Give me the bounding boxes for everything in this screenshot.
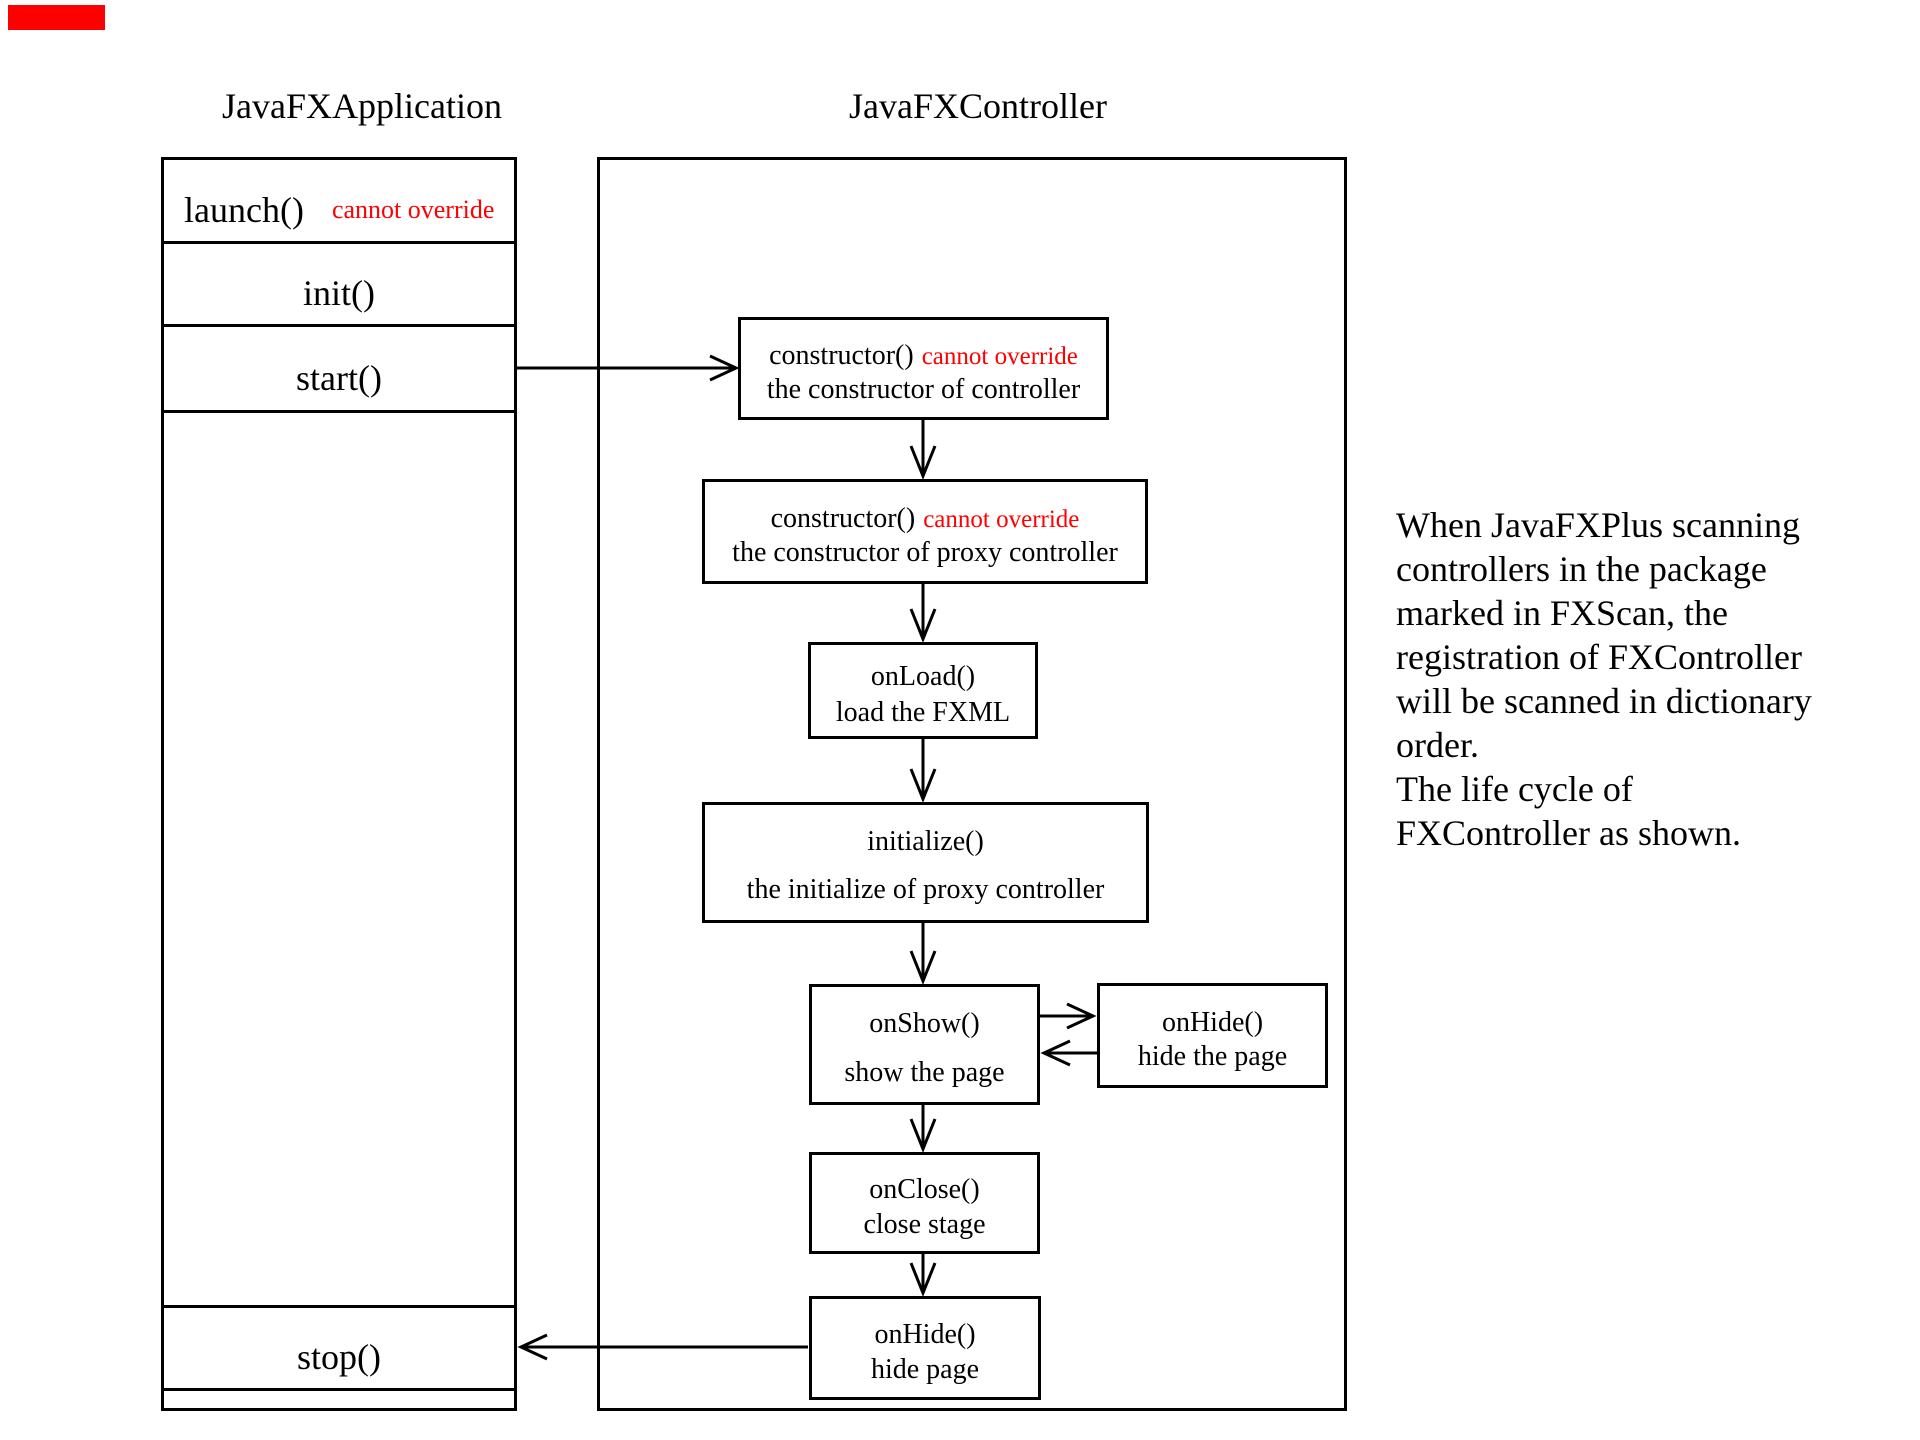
arrowhead-left	[517, 1333, 548, 1361]
stop-label: stop()	[297, 1337, 381, 1377]
red-marker	[8, 5, 105, 30]
note-line: controllers in the package	[1396, 549, 1767, 589]
flow-box-line1: onHide()	[1161, 1006, 1264, 1038]
row-divider	[164, 1388, 514, 1391]
title-javafx-application: JavaFXApplication	[222, 86, 502, 126]
cannot-override-note: cannot override	[923, 506, 1080, 533]
onhide-side-box: onHide() hide the page	[1097, 983, 1328, 1088]
flow-box-line2: the constructor of controller	[766, 374, 1081, 405]
flow-box-line1: initialize()	[867, 825, 984, 857]
flow-box-line2: hide page	[870, 1354, 980, 1385]
side-note-paragraph: When JavaFXPlus scanning controllers in …	[1396, 503, 1886, 855]
flow-box-line2: hide the page	[1137, 1040, 1288, 1072]
row-divider	[164, 241, 514, 244]
onclose-box: onClose() close stage	[809, 1152, 1040, 1254]
flow-box-line1: constructor() cannot override	[769, 339, 1078, 373]
row-divider	[164, 324, 514, 327]
flow-box-line2: the constructor of proxy controller	[732, 537, 1118, 568]
launch-label: launch()	[184, 189, 304, 230]
flow-box-line2: load the FXML	[835, 696, 1011, 728]
row-divider	[164, 410, 514, 413]
onshow-box: onShow() show the page	[809, 984, 1040, 1105]
constructor-label: constructor()	[769, 340, 914, 371]
flow-box-line1: onLoad()	[870, 660, 976, 692]
flow-box-line1: onHide()	[874, 1319, 976, 1350]
flow-box-line2: show the page	[844, 1056, 1005, 1088]
row-divider	[164, 1305, 514, 1308]
flow-box-line2: the initialize of proxy controller	[746, 873, 1105, 905]
onhide-bottom-box: onHide() hide page	[809, 1296, 1041, 1400]
launch-row: launch() cannot override	[164, 160, 514, 241]
constructor-proxy-controller-box: constructor() cannot override the constru…	[702, 479, 1148, 584]
onload-box: onLoad() load the FXML	[808, 642, 1038, 739]
start-label: start()	[296, 357, 382, 398]
start-row: start()	[164, 327, 514, 410]
cannot-override-note: cannot override	[921, 343, 1078, 370]
note-line: When JavaFXPlus scanning	[1396, 505, 1800, 545]
note-line: The life cycle of	[1396, 769, 1633, 809]
note-line: marked in FXScan, the	[1396, 593, 1728, 633]
flow-box-line1: onClose()	[869, 1174, 980, 1205]
stop-row: stop()	[164, 1308, 514, 1388]
javafx-controller-box	[597, 157, 1347, 1411]
note-line: will be scanned in dictionary	[1396, 681, 1812, 721]
launch-cannot-override-note: cannot override	[331, 194, 495, 224]
note-line: order.	[1396, 725, 1479, 765]
flow-box-line2: close stage	[863, 1209, 986, 1240]
init-row: init()	[164, 244, 514, 324]
constructor-label: constructor()	[770, 503, 916, 534]
title-javafx-controller: JavaFXController	[849, 86, 1107, 126]
javafx-application-box: launch() cannot override init() start() …	[161, 157, 517, 1411]
flow-box-line1: onShow()	[869, 1007, 980, 1039]
initialize-box: initialize() the initialize of proxy con…	[702, 802, 1149, 923]
flow-box-line1: constructor() cannot override	[771, 502, 1080, 536]
constructor-controller-box: constructor() cannot override the constru…	[738, 317, 1109, 420]
note-line: FXController as shown.	[1396, 813, 1741, 853]
init-label: init()	[303, 273, 375, 313]
note-line: registration of FXController	[1396, 637, 1802, 677]
